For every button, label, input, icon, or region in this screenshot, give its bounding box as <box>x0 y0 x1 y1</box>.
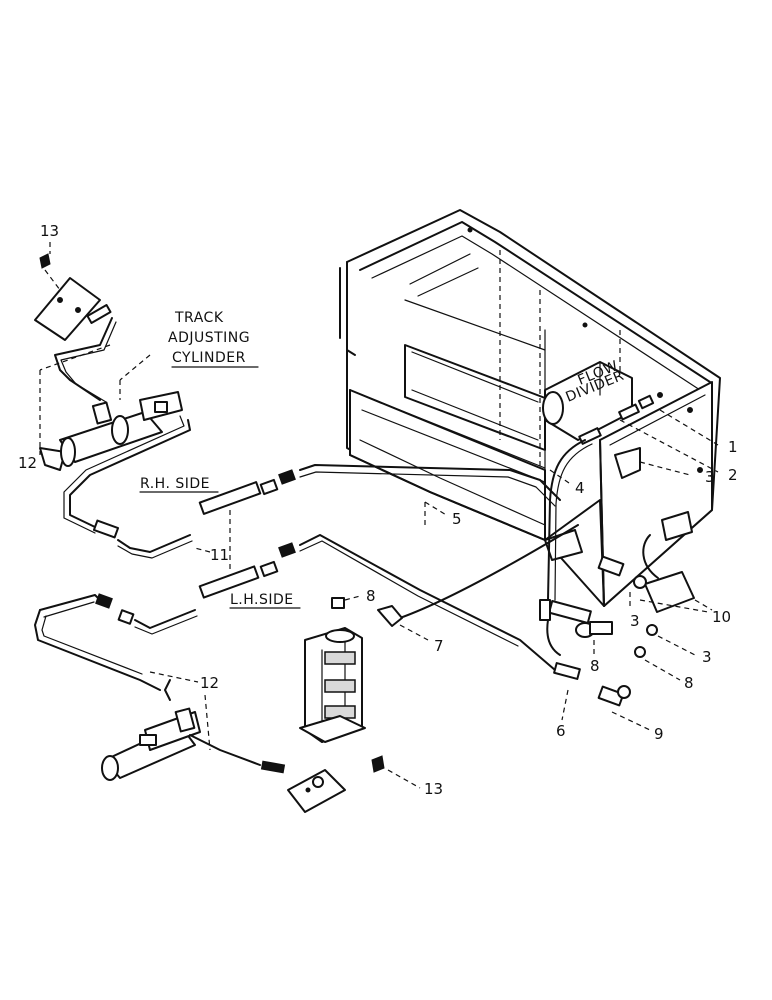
callout-8-mid: 8 <box>590 657 600 675</box>
callout-12-lower: 12 <box>200 674 219 692</box>
track-adjusting-cylinder-lower <box>101 679 286 781</box>
lh-pipe <box>34 534 556 691</box>
hose-4 <box>547 439 593 601</box>
callout-11: 11 <box>210 546 229 564</box>
mounting-plate-upper <box>34 253 112 341</box>
flow-divider: FLOW DIVIDER <box>542 358 633 441</box>
mounting-plate-lower <box>287 755 385 813</box>
hose-7 <box>399 524 579 619</box>
callout-9: 9 <box>654 725 664 743</box>
rh-side-label: R.H. SIDE <box>140 476 210 492</box>
callout-1: 1 <box>728 438 738 456</box>
track-label-line1: TRACK <box>174 310 224 326</box>
callout-7: 7 <box>434 637 444 655</box>
pump <box>299 627 366 743</box>
callout-6: 6 <box>556 722 566 740</box>
callout-8-right: 8 <box>684 674 694 692</box>
callout-8-top: 8 <box>366 587 376 605</box>
callout-4: 4 <box>575 479 585 497</box>
callout-3-mid: 3 <box>630 612 640 630</box>
fittings <box>331 555 658 707</box>
frame-box: FLOW DIVIDER <box>339 209 721 607</box>
track-adjusting-cylinder-upper <box>39 317 183 471</box>
callout-13-upper: 13 <box>40 222 59 240</box>
callout-2: 2 <box>728 466 738 484</box>
lh-side-label: L.H.SIDE <box>230 592 294 608</box>
callout-3-right: 3 <box>702 648 712 666</box>
callouts: 1 2 3 4 5 3 10 3 8 8 8 7 6 9 11 12 12 13… <box>18 222 738 798</box>
callout-5: 5 <box>452 510 462 528</box>
track-label-line2: ADJUSTING <box>168 330 250 346</box>
labels: TRACK ADJUSTING CYLINDER R.H. SIDE L.H.S… <box>139 310 301 609</box>
callout-3-upper: 3 <box>705 468 715 486</box>
track-label-line3: CYLINDER <box>172 350 246 366</box>
rh-pipe <box>63 415 561 559</box>
callout-12-upper: 12 <box>18 454 37 472</box>
callout-13-lower: 13 <box>424 780 443 798</box>
filter <box>642 511 695 613</box>
callout-10: 10 <box>712 608 731 626</box>
leader-lines <box>39 242 719 789</box>
